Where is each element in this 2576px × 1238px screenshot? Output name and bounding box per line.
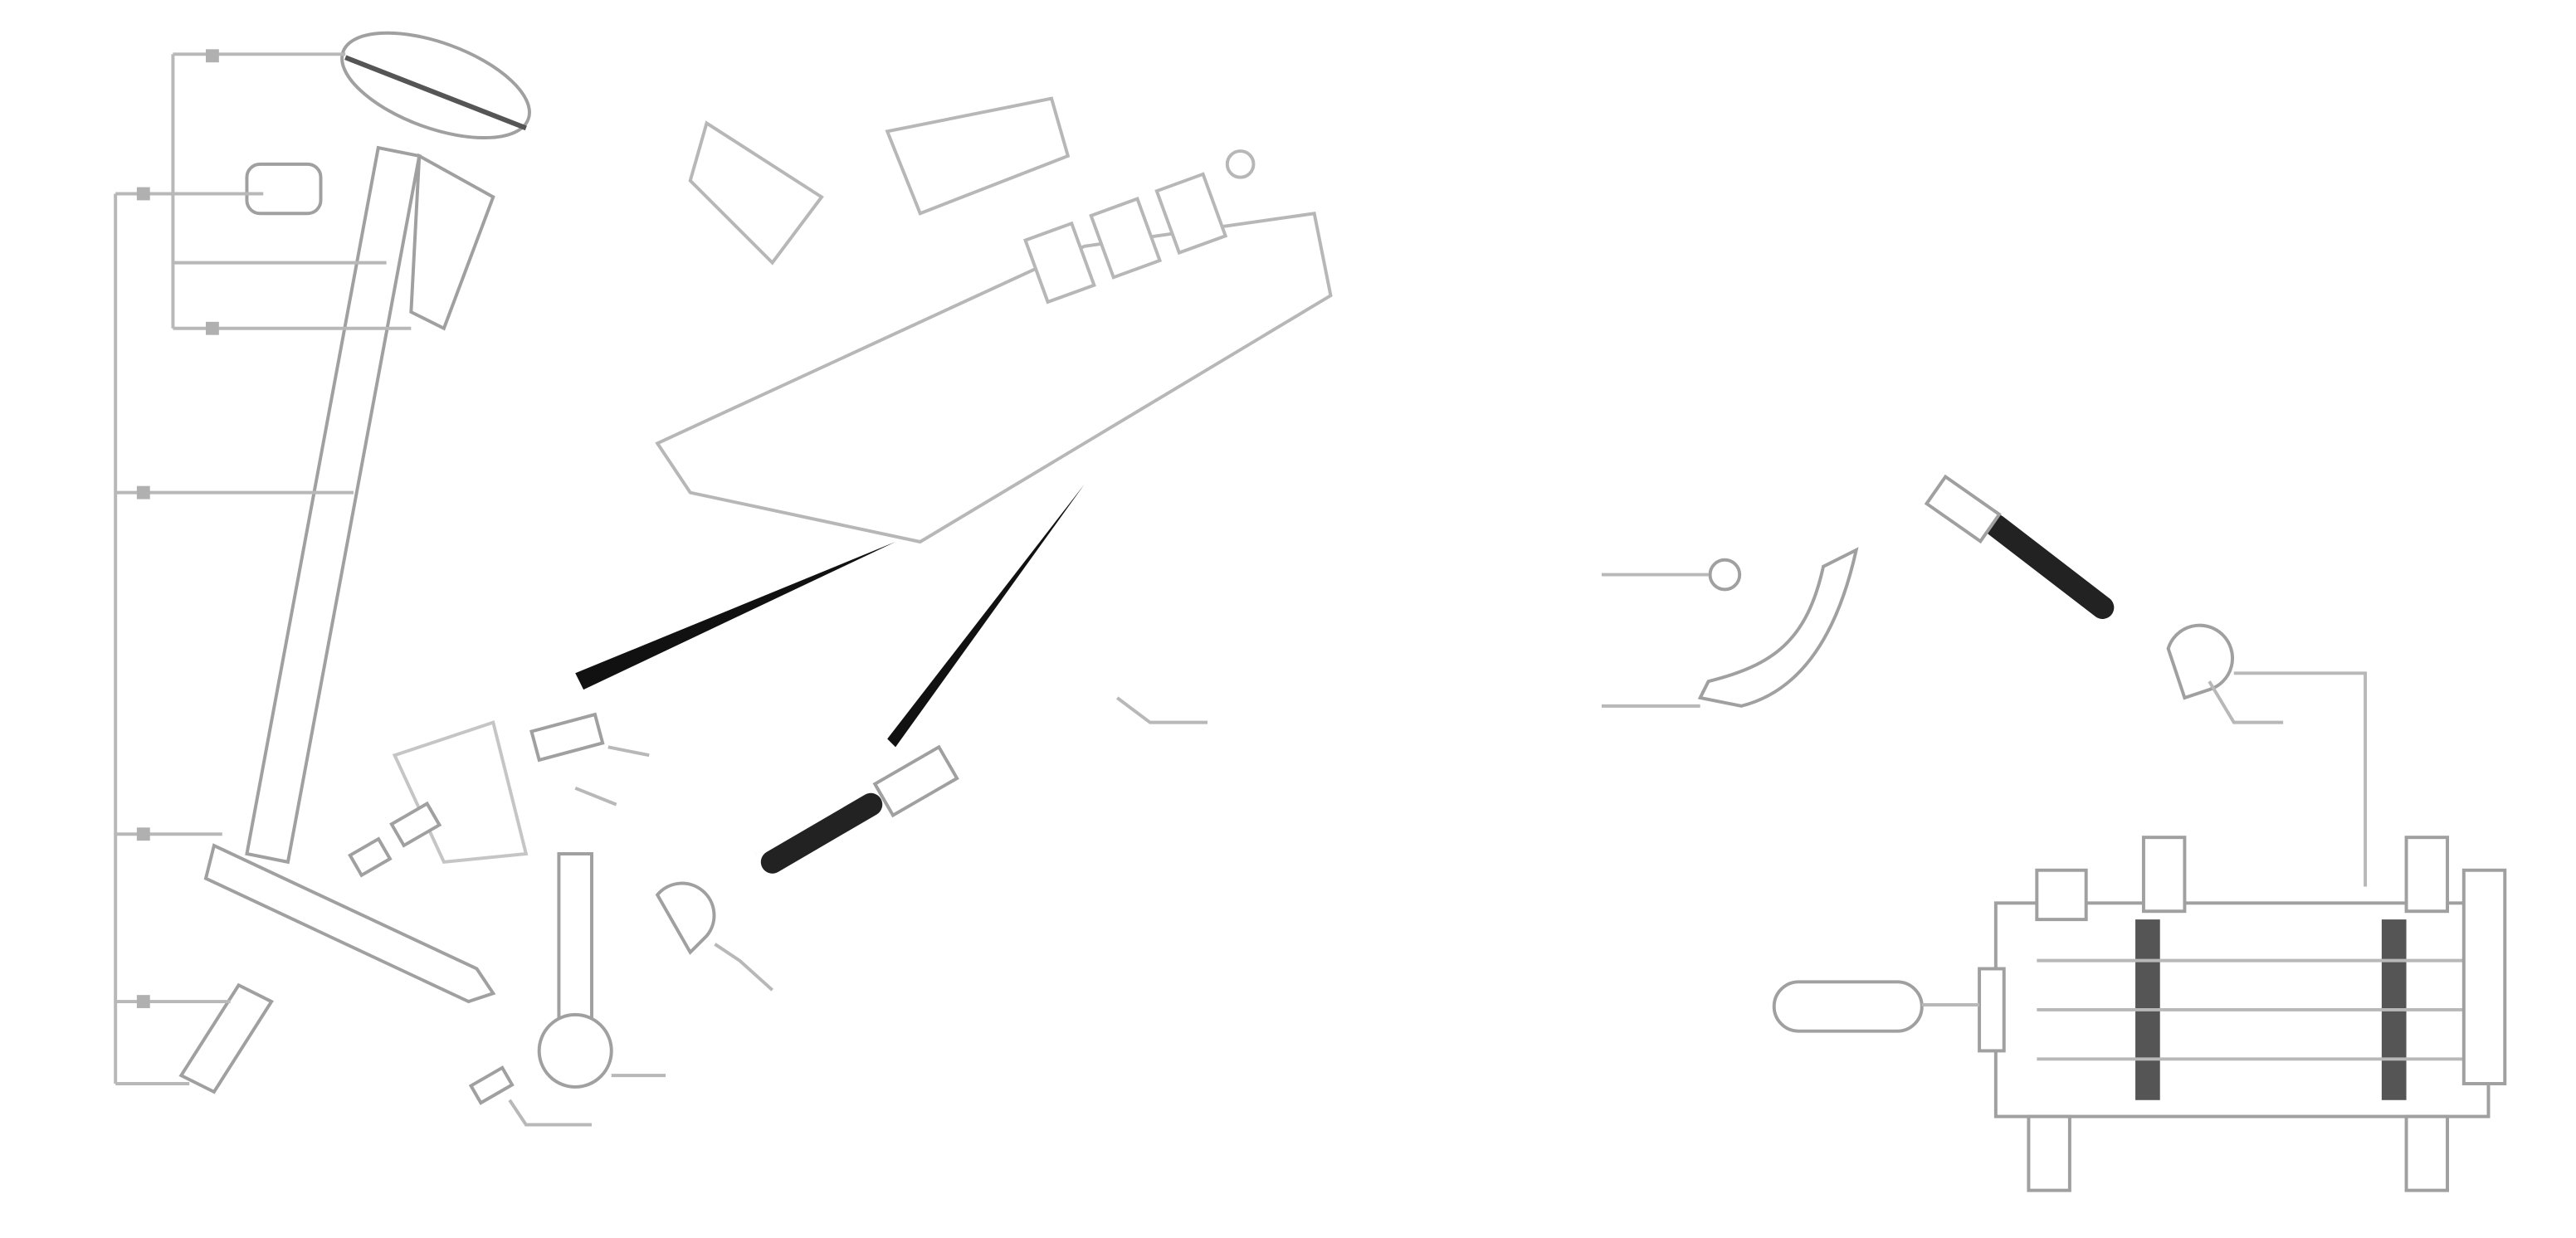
control-lever xyxy=(178,31,531,1094)
fitting-right xyxy=(2166,623,2368,887)
control-valve-block xyxy=(1772,836,2507,1192)
valve-sections xyxy=(2027,836,2449,1192)
small-parts xyxy=(348,712,773,1127)
connector-arrows xyxy=(575,484,1085,748)
control-panel xyxy=(655,96,1333,544)
bracket xyxy=(1601,547,1859,708)
callout-lines-left xyxy=(114,49,412,1085)
control-cable xyxy=(754,295,2115,874)
